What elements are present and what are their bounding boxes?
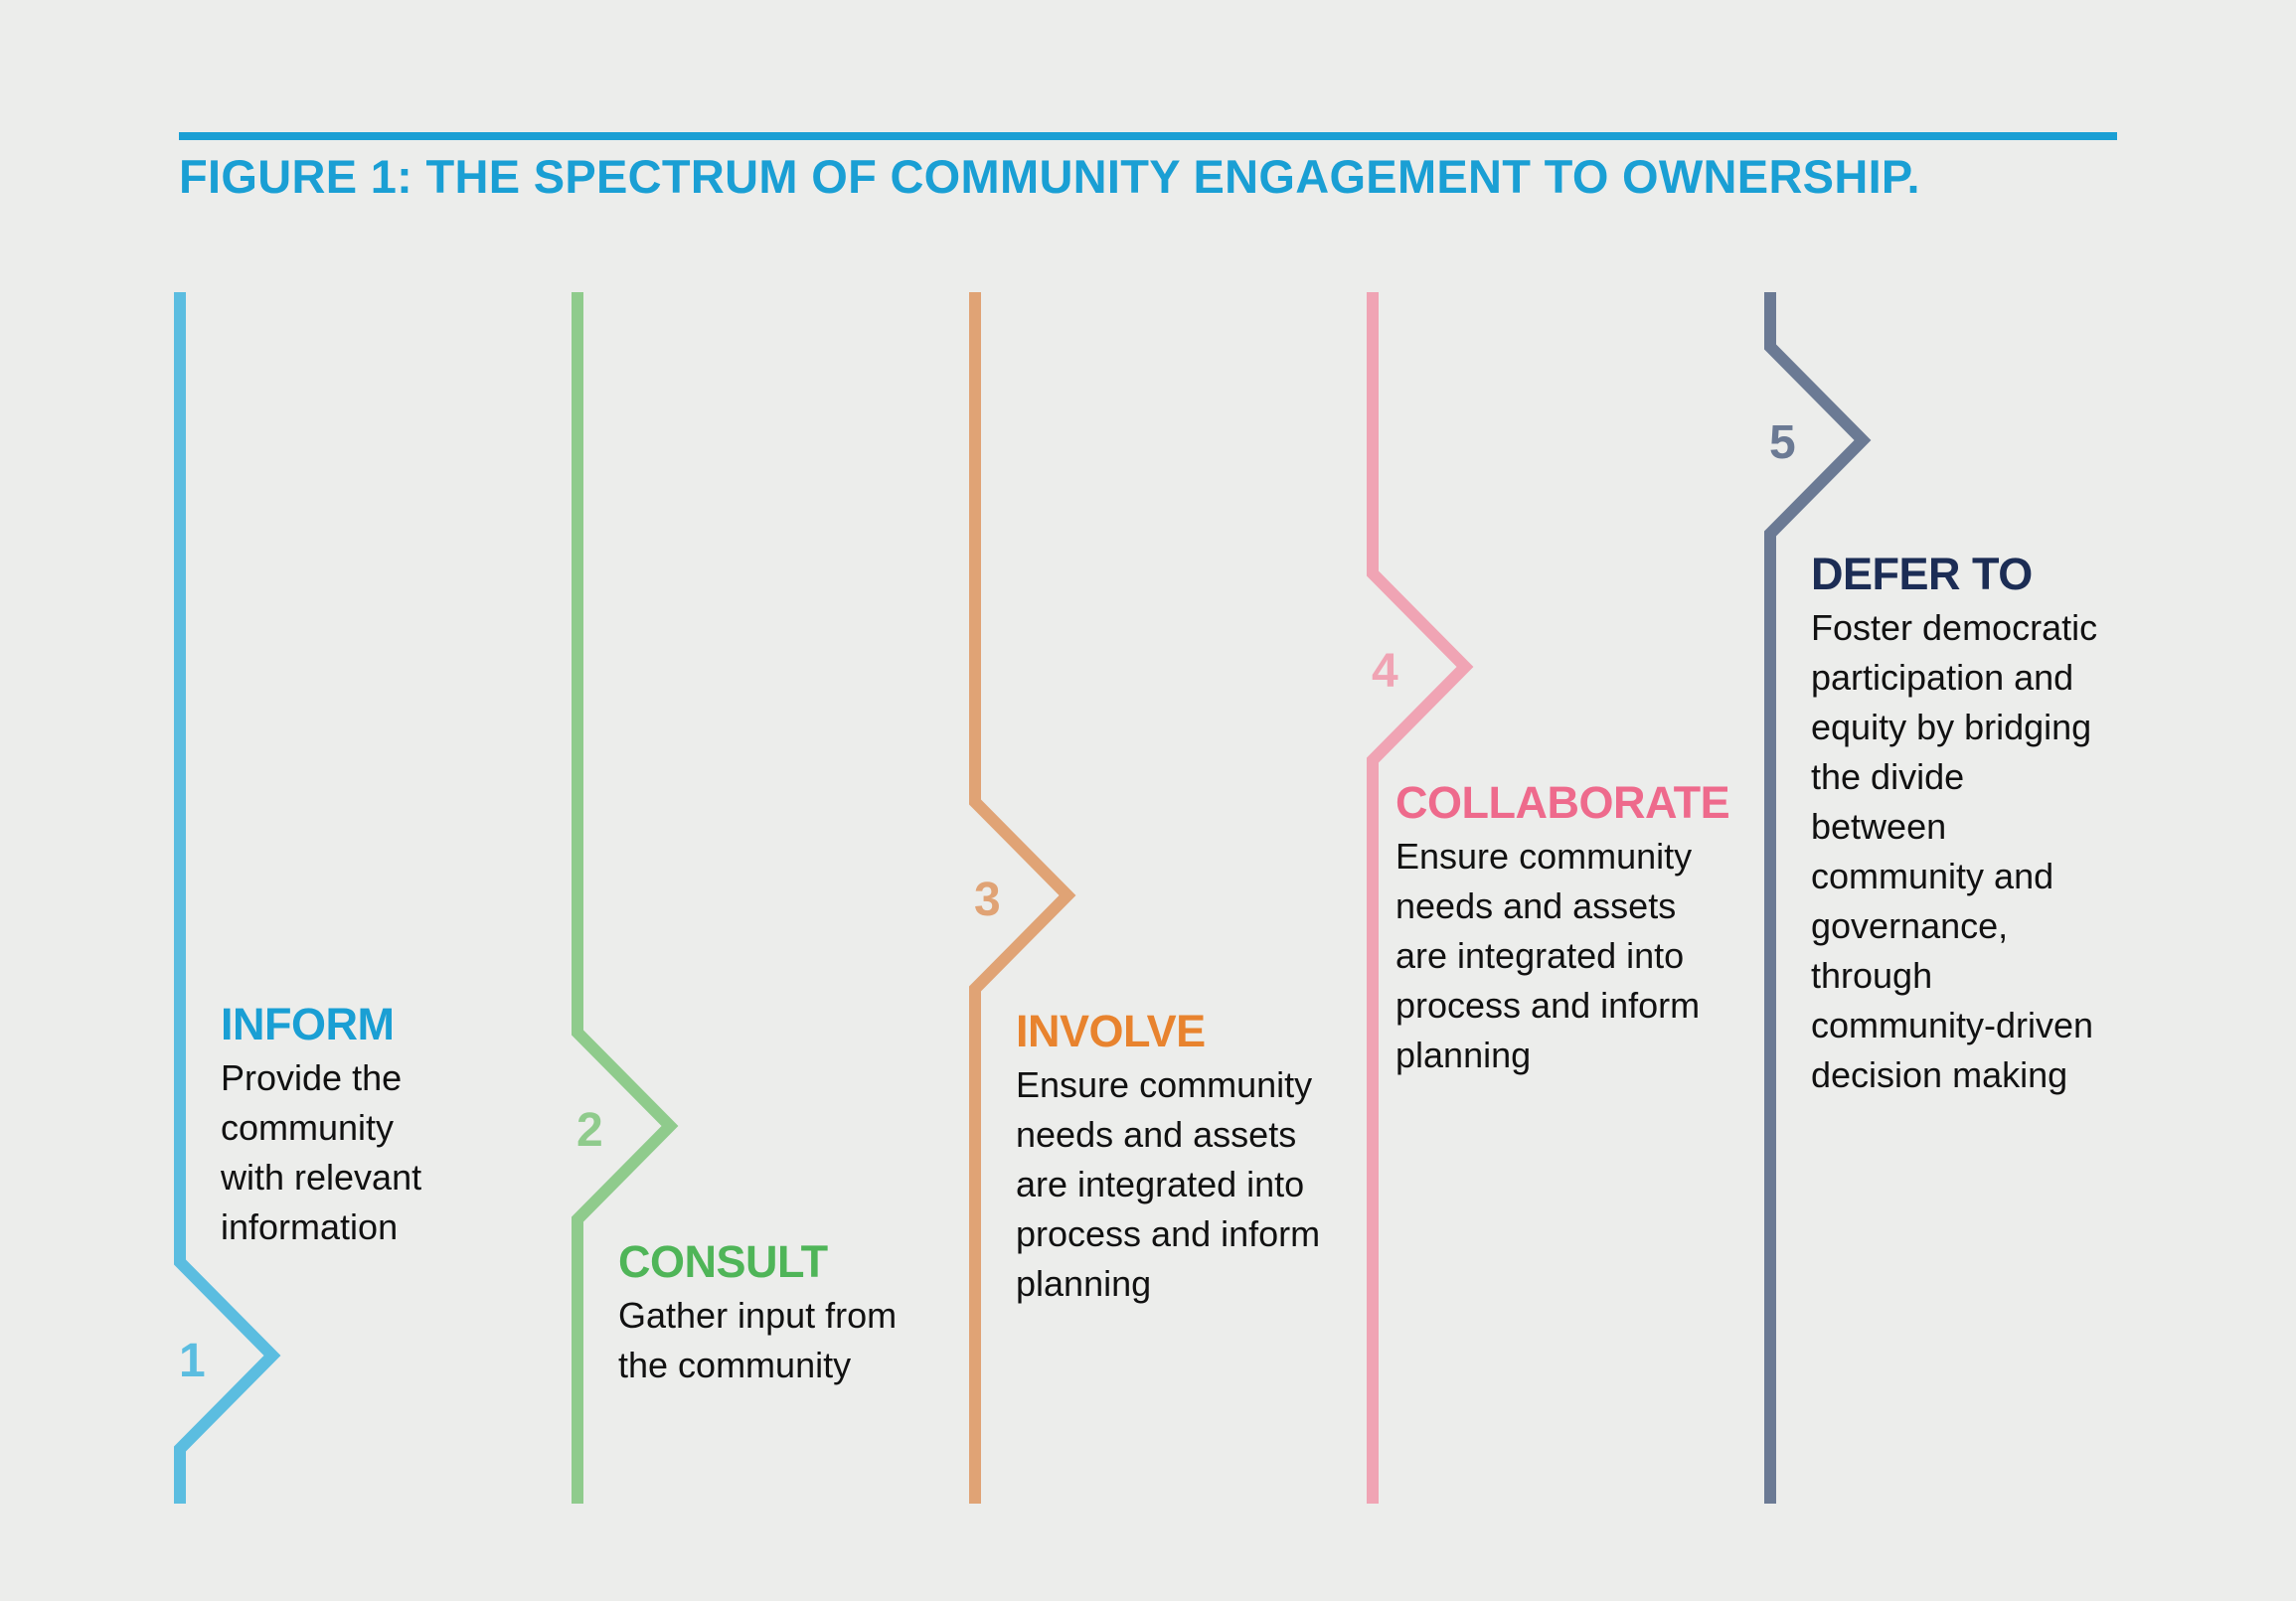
step-2-line [572, 292, 679, 1504]
step-5-line [1764, 292, 1872, 1504]
step-1-description: Provide the community with relevant info… [221, 1057, 422, 1247]
step-2-number: 2 [576, 1104, 603, 1157]
step-4-heading: COLLABORATE [1395, 777, 1730, 828]
step-4-line [1367, 292, 1474, 1504]
step-1-number: 1 [179, 1335, 206, 1387]
step-5-number: 5 [1769, 416, 1796, 469]
step-1-heading: INFORM [221, 999, 395, 1049]
step-5-heading: DEFER TO [1811, 549, 2033, 599]
step-4-number: 4 [1372, 645, 1398, 698]
step-3-number: 3 [974, 874, 1001, 926]
step-2-block: CONSULT Gather input from the community [618, 1235, 956, 1390]
step-3-block: INVOLVE Ensure community needs and asset… [1016, 1005, 1334, 1309]
step-3-line [969, 292, 1076, 1504]
step-1-block: INFORM Provide the community with releva… [221, 998, 449, 1252]
step-4-description: Ensure community needs and assets are in… [1395, 836, 1701, 1075]
step-4-block: COLLABORATE Ensure community needs and a… [1395, 776, 1730, 1080]
step-3-description: Ensure community needs and assets are in… [1016, 1064, 1321, 1304]
step-5-block: DEFER TO Foster democratic participation… [1811, 548, 2109, 1100]
figure-title: FIGURE 1: THE SPECTRUM OF COMMUNITY ENGA… [179, 150, 1920, 203]
step-2-description: Gather input from the community [618, 1295, 898, 1385]
step-3-heading: INVOLVE [1016, 1006, 1206, 1056]
step-1-line [174, 292, 281, 1504]
step-5-description: Foster democratic participation and equi… [1811, 607, 2098, 1095]
title-rule [179, 132, 2117, 140]
step-2-heading: CONSULT [618, 1236, 828, 1287]
